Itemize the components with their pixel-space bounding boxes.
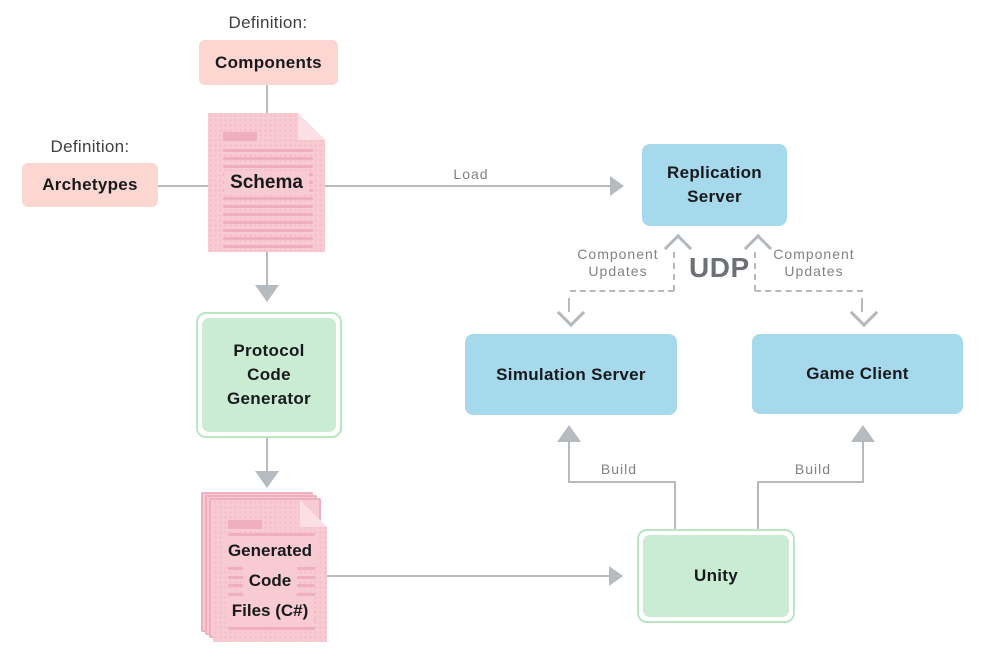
- generated-code-files-label-wrap: Generated Code Files (C#): [213, 536, 327, 626]
- build-left-horizontal-line: [568, 481, 676, 483]
- simulation-server-label: Simulation Server: [496, 364, 646, 384]
- definition-components-caption: Definition:: [228, 13, 308, 32]
- udp-right-down-arrowhead-icon: [849, 298, 879, 328]
- protocol-to-generated-arrowhead-icon: [255, 471, 279, 488]
- components-to-schema-line: [266, 85, 268, 113]
- replication-server-label-line1: Replication: [667, 163, 762, 182]
- build-right-line-from-unity: [757, 482, 759, 529]
- udp-left-down-stem: [568, 298, 570, 312]
- definition-archetypes-caption: Definition:: [50, 137, 130, 156]
- build-right-label: Build: [794, 461, 832, 477]
- generated-label-line2: Code: [243, 566, 298, 596]
- build-right-arrowhead-icon: [851, 425, 875, 442]
- schema-document-titlebar: [223, 132, 257, 141]
- game-client-label: Game Client: [806, 364, 909, 383]
- protocol-code-generator-node: Protocol Code Generator: [196, 312, 342, 438]
- load-edge-label: Load: [453, 166, 489, 182]
- replication-server-label-line2: Server: [687, 187, 742, 206]
- schema-label: Schema: [224, 171, 309, 195]
- build-left-label: Build: [600, 461, 638, 477]
- archetypes-to-schema-line: [158, 185, 208, 187]
- udp-label: UDP: [689, 252, 750, 283]
- load-arrow-line: [325, 185, 610, 187]
- unity-node: Unity: [637, 529, 795, 623]
- unity-label: Unity: [694, 566, 738, 585]
- archetypes-label: Archetypes: [42, 175, 138, 194]
- load-arrowhead-icon: [610, 176, 624, 196]
- schema-document-fold: [298, 113, 325, 140]
- udp-right-vertical-dash: [754, 252, 756, 291]
- protocol-code-generator-inner: Protocol Code Generator: [202, 318, 336, 432]
- generated-to-unity-arrowhead-icon: [609, 566, 623, 586]
- udp-left-horizontal-dash: [570, 290, 674, 292]
- generated-code-files-node: Generated Code Files (C#): [201, 492, 327, 642]
- generated-label-line3: Files (C#): [226, 596, 315, 626]
- components-node: Components: [199, 40, 338, 85]
- udp-right-horizontal-dash: [755, 290, 863, 292]
- build-left-arrowhead-icon: [557, 425, 581, 442]
- generated-doc-titlebar: [228, 520, 262, 529]
- schema-to-protocol-line: [266, 252, 268, 286]
- build-left-line-from-unity: [674, 482, 676, 529]
- generated-label-line1: Generated: [222, 536, 318, 566]
- protocol-label-line3: Generator: [227, 389, 311, 408]
- simulation-server-node: Simulation Server: [465, 334, 677, 415]
- udp-left-down-arrowhead-icon: [556, 298, 586, 328]
- archetypes-node: Archetypes: [22, 163, 158, 207]
- schema-label-wrap: Schema: [208, 171, 325, 195]
- generated-to-unity-line: [327, 575, 609, 577]
- udp-left-vertical-dash: [673, 252, 675, 291]
- protocol-to-generated-line: [266, 438, 268, 472]
- components-label: Components: [215, 52, 322, 72]
- game-client-node: Game Client: [752, 334, 963, 414]
- schema-to-protocol-arrowhead-icon: [255, 285, 279, 302]
- build-right-vertical-line: [862, 440, 864, 482]
- component-updates-left-label: Component Updates: [577, 246, 659, 279]
- build-left-vertical-line: [568, 440, 570, 482]
- protocol-label-line1: Protocol: [233, 341, 305, 360]
- component-updates-right-label: Component Updates: [773, 246, 855, 279]
- udp-right-down-stem: [861, 298, 863, 312]
- build-right-horizontal-line: [757, 481, 864, 483]
- unity-inner: Unity: [643, 535, 789, 617]
- protocol-label-line2: Code: [247, 365, 291, 384]
- replication-server-node: Replication Server: [642, 144, 787, 226]
